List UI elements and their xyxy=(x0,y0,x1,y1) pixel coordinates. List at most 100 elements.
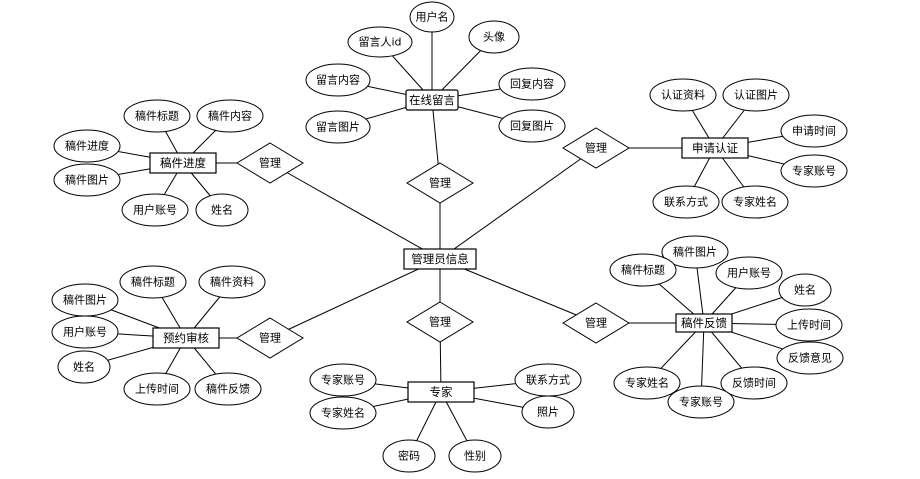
relationship-label: 管理 xyxy=(259,331,281,345)
attribute-label: 回复内容 xyxy=(510,77,554,91)
attribute-label: 稿件标题 xyxy=(131,275,175,289)
attribute-label: 稿件标题 xyxy=(621,263,665,277)
attribute-label: 认证资料 xyxy=(661,88,705,102)
attribute-label: 上传时间 xyxy=(787,319,831,332)
entity-review: 预约审核 xyxy=(152,327,220,349)
connector-admin-r-apply xyxy=(439,147,597,260)
attribute-a-expert: 专家账号 xyxy=(780,154,848,188)
attribute-label: 上传时间 xyxy=(135,383,179,396)
attribute-label: 联系方式 xyxy=(664,195,708,209)
attribute-f-expert: 专家账号 xyxy=(667,385,735,419)
entity-label: 在线留言 xyxy=(409,93,455,107)
attribute-r-name: 姓名 xyxy=(57,350,111,384)
attribute-a-image: 认证图片 xyxy=(722,78,790,112)
attribute-f-fbtime: 反馈时间 xyxy=(720,366,788,400)
attribute-m-replyimg: 回复图片 xyxy=(498,109,566,143)
attribute-a-time: 申请时间 xyxy=(780,114,848,148)
attribute-m-content: 留言内容 xyxy=(305,63,371,97)
attribute-e-password: 密码 xyxy=(382,439,436,473)
attribute-label: 密码 xyxy=(398,449,420,463)
attribute-label: 头像 xyxy=(483,31,505,44)
attribute-label: 稿件内容 xyxy=(208,109,252,123)
entity-label: 专家 xyxy=(430,385,453,399)
attribute-f-opinion: 反馈意见 xyxy=(776,341,844,375)
relationship-r-progress: 管理 xyxy=(236,142,304,184)
attribute-label: 反馈意见 xyxy=(788,351,832,365)
attribute-e-gender: 性别 xyxy=(448,439,502,473)
connector-admin-r-review xyxy=(269,258,441,339)
entity-progress: 稿件进度 xyxy=(149,152,217,174)
attribute-label: 稿件进度 xyxy=(65,139,109,153)
relationship-r-message: 管理 xyxy=(406,162,474,204)
connector-admin-r-feedback xyxy=(439,258,597,324)
connector-admin-r-progress xyxy=(269,162,441,260)
attribute-f-name: 姓名 xyxy=(778,273,832,307)
attribute-label: 稿件图片 xyxy=(673,245,717,259)
relationship-r-review: 管理 xyxy=(236,317,304,359)
attribute-label: 姓名 xyxy=(211,203,233,217)
attribute-label: 联系方式 xyxy=(526,373,570,387)
attribute-label: 用户账号 xyxy=(63,325,107,339)
attribute-label: 申请时间 xyxy=(792,125,836,138)
attribute-a-name: 专家姓名 xyxy=(721,185,789,219)
attribute-label: 专家账号 xyxy=(321,373,365,387)
attribute-f-title: 稿件标题 xyxy=(609,253,677,287)
entity-apply: 申请认证 xyxy=(681,137,749,159)
attribute-label: 专家姓名 xyxy=(733,195,777,209)
attribute-r-feedback: 稿件反馈 xyxy=(194,372,262,406)
entity-label: 申请认证 xyxy=(692,141,738,155)
relationship-label: 管理 xyxy=(429,176,451,190)
attribute-f-account: 用户账号 xyxy=(715,256,783,290)
attribute-e-photo: 照片 xyxy=(521,395,575,429)
attribute-r-time: 上传时间 xyxy=(123,372,191,406)
attribute-label: 留言人id xyxy=(358,36,401,49)
attribute-label: 姓名 xyxy=(794,283,816,297)
attribute-label: 稿件反馈 xyxy=(206,382,250,396)
relationship-label: 管理 xyxy=(585,141,607,155)
attribute-label: 回复图片 xyxy=(510,119,554,133)
attribute-f-time: 上传时间 xyxy=(775,308,843,342)
attribute-m-image: 留言图片 xyxy=(305,110,371,144)
attribute-e-account: 专家账号 xyxy=(309,363,377,397)
attribute-r-material: 稿件资料 xyxy=(198,265,266,299)
attribute-f-expertname: 专家姓名 xyxy=(613,366,681,400)
attribute-r-account: 用户账号 xyxy=(51,315,119,349)
attribute-r-image: 稿件图片 xyxy=(51,283,119,317)
attribute-m-reply: 回复内容 xyxy=(498,67,566,101)
attribute-label: 稿件图片 xyxy=(63,293,107,307)
attribute-label: 稿件图片 xyxy=(65,173,109,187)
attribute-label: 照片 xyxy=(537,406,559,419)
attribute-label: 稿件标题 xyxy=(135,109,179,123)
entity-label: 管理员信息 xyxy=(411,252,469,266)
relationship-r-expert: 管理 xyxy=(406,301,474,343)
attribute-r-title: 稿件标题 xyxy=(119,265,187,299)
attribute-p-name: 姓名 xyxy=(195,193,249,227)
attribute-p-content: 稿件内容 xyxy=(196,99,264,133)
attribute-p-progress: 稿件进度 xyxy=(53,129,121,163)
attribute-label: 性别 xyxy=(464,449,486,463)
attribute-a-material: 认证资料 xyxy=(649,78,717,112)
entity-feedback: 稿件反馈 xyxy=(675,313,733,333)
attribute-label: 用户账号 xyxy=(727,266,771,280)
relationship-r-feedback: 管理 xyxy=(562,302,630,344)
attribute-label: 认证图片 xyxy=(734,89,778,102)
attribute-label: 用户账号 xyxy=(133,203,177,217)
attribute-label: 留言图片 xyxy=(316,121,360,134)
attribute-p-image: 稿件图片 xyxy=(53,163,121,197)
attribute-m-avatar: 头像 xyxy=(468,20,520,54)
attribute-label: 专家账号 xyxy=(792,164,836,178)
attribute-p-title: 稿件标题 xyxy=(123,99,191,133)
entity-label: 预约审核 xyxy=(163,331,209,345)
relationship-label: 管理 xyxy=(429,315,451,329)
relationship-r-apply: 管理 xyxy=(562,127,630,169)
entity-admin: 管理员信息 xyxy=(403,248,477,270)
attribute-e-name: 专家姓名 xyxy=(309,396,377,430)
attribute-a-contact: 联系方式 xyxy=(652,185,720,219)
entity-label: 稿件进度 xyxy=(160,156,206,170)
attribute-label: 用户名 xyxy=(416,10,449,24)
attribute-m-msgid: 留言人id xyxy=(347,26,413,58)
attribute-label: 专家姓名 xyxy=(321,406,365,420)
attribute-e-contact: 联系方式 xyxy=(514,363,582,397)
